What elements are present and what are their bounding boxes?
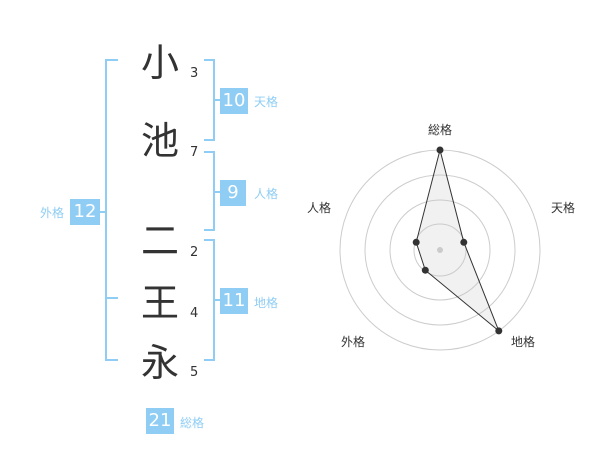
radar-series <box>412 146 503 335</box>
ten-label: 天格 <box>254 95 279 109</box>
stroke-count-2: 7 <box>190 145 199 160</box>
sou-label: 総格 <box>180 416 205 430</box>
jin-value-box: 9 <box>220 180 246 206</box>
ten-value-box: 10 <box>220 88 248 114</box>
jin-label: 人格 <box>254 187 279 201</box>
radar-point-3 <box>421 266 429 274</box>
radar-point-1 <box>460 238 468 246</box>
radar-label-chi: 地格 <box>511 335 536 349</box>
radar-center <box>437 247 443 253</box>
radar-point-0 <box>436 146 444 154</box>
radar-label-gai: 外格 <box>341 335 366 349</box>
radar-label-sou: 総格 <box>428 123 453 137</box>
radar-label-ten: 天格 <box>551 201 576 215</box>
stroke-count-4: 4 <box>190 306 199 321</box>
stroke-count-1: 3 <box>190 66 199 81</box>
name-char-4: 王 <box>140 281 179 325</box>
name-char-2: 池 <box>140 119 179 163</box>
radar-label-jin: 人格 <box>307 201 332 215</box>
sou-value-box: 21 <box>146 408 174 434</box>
chi-label: 地格 <box>254 296 279 310</box>
radar-point-4 <box>412 238 420 246</box>
stroke-count-5: 5 <box>190 365 199 380</box>
radar-point-2 <box>495 327 503 335</box>
gai-label: 外格 <box>40 206 65 220</box>
radar-polygon <box>415 149 500 332</box>
stroke-count-3: 2 <box>190 245 199 260</box>
chi-value-box: 11 <box>220 288 248 314</box>
name-char-5: 永 <box>140 341 179 385</box>
gai-value-box: 12 <box>70 199 100 225</box>
name-char-3: 二 <box>140 219 179 263</box>
name-char-1: 小 <box>140 41 179 85</box>
